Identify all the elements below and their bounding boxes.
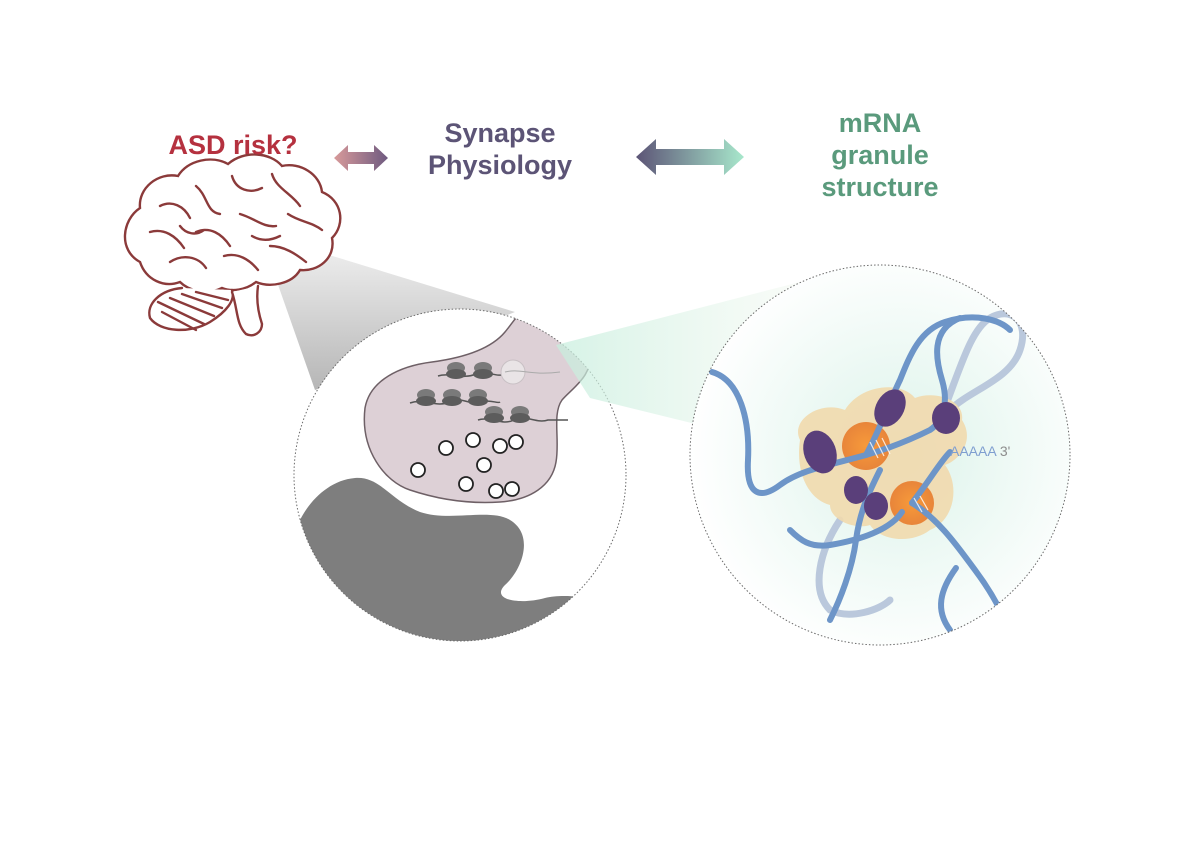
asd-risk-label: ASD risk?: [168, 130, 298, 160]
ribosome-icon: [437, 362, 507, 379]
mrna-strand: [709, 314, 1013, 633]
granule-zoom-panel: [690, 265, 1070, 645]
granule-spot: [500, 359, 526, 385]
synapse-physiology-label: Synapse Physiology: [395, 118, 605, 182]
synapse-label-line2: Physiology: [427, 149, 573, 180]
brain-icon: [123, 153, 342, 337]
rbp-protein: [803, 389, 960, 520]
mrna-label-line1: mRNA: [838, 108, 922, 138]
ribosome-icon: [409, 389, 501, 406]
three-prime-text: 3': [999, 443, 1011, 459]
zoom-cone: [270, 246, 515, 390]
double-arrow-icon: [636, 139, 744, 175]
synapse-label-line1: Synapse: [444, 118, 556, 148]
vesicle-icon: [410, 432, 524, 499]
mrna-granule-label: mRNA granule structure: [795, 108, 965, 204]
mrna-label-line3: structure: [821, 171, 939, 202]
mrna-label-line2: granule: [831, 139, 929, 170]
ribosome-icon: [477, 406, 568, 423]
double-arrow-icon: [334, 145, 388, 171]
polya-tail-label: AAAAA 3': [950, 443, 1010, 459]
polya-text: AAAAA: [950, 443, 996, 459]
granule-core: [842, 422, 890, 470]
